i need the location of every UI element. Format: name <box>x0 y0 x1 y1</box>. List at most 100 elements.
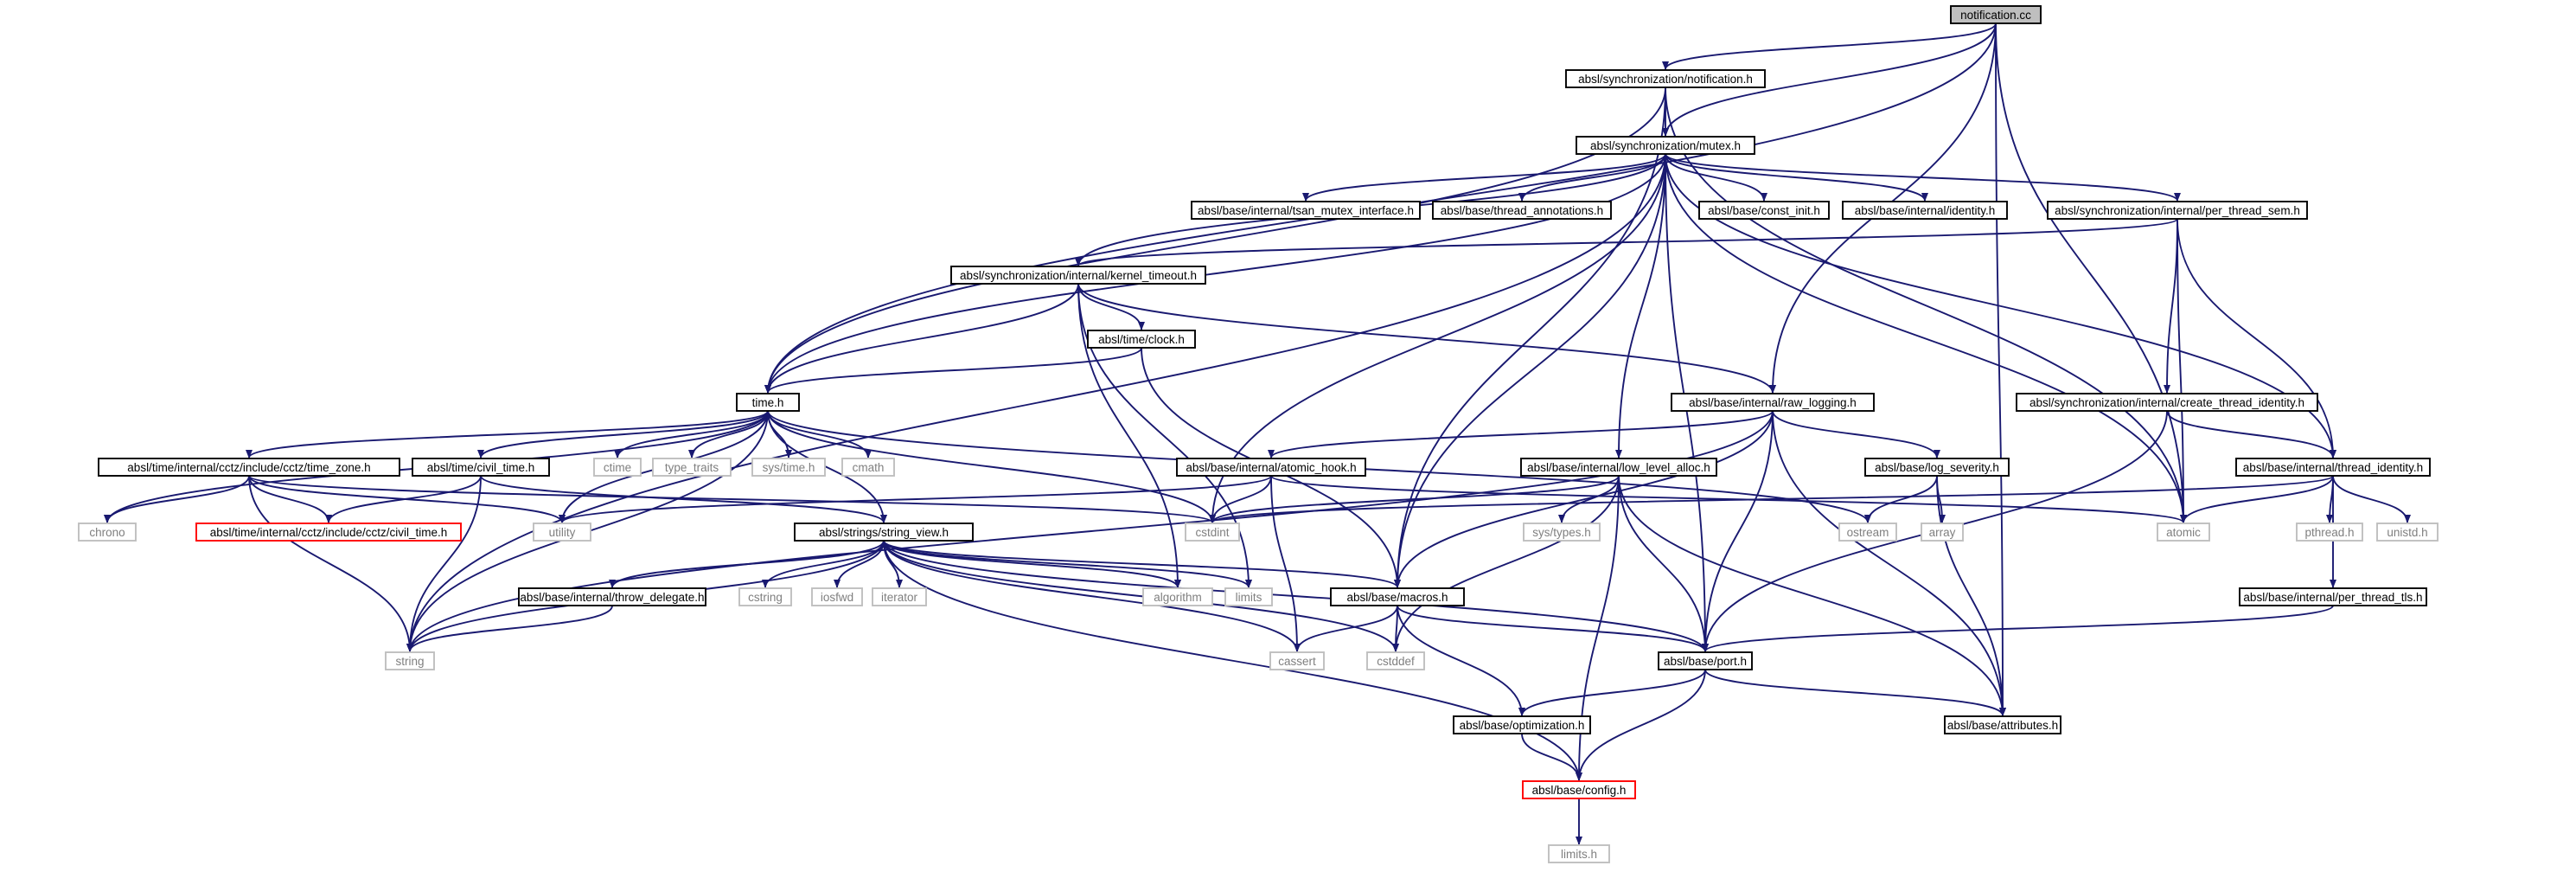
node-log-severity[interactable]: absl/base/log_severity.h <box>1864 458 2010 477</box>
node-box <box>1864 458 2010 477</box>
edge-civil_time-to-string_view <box>480 475 887 523</box>
node-label: ostream <box>1847 526 1889 539</box>
node-box <box>1576 136 1755 155</box>
edge-per_thread_tls-to-port <box>1702 605 2334 652</box>
node-thread-ann[interactable]: absl/base/thread_annotations.h <box>1432 201 1612 220</box>
node-label: absl/base/thread_annotations.h <box>1441 204 1603 217</box>
node-time-h[interactable]: time.h <box>736 393 800 412</box>
node-attributes[interactable]: absl/base/attributes.h <box>1944 715 2061 734</box>
edge-time_h-to-string_view <box>767 410 887 523</box>
edge-string_view-to-config <box>883 540 1582 781</box>
node-optimization[interactable]: absl/base/optimization.h <box>1453 715 1591 734</box>
node-label: absl/base/macros.h <box>1346 591 1448 604</box>
edge-time_h-to-type_traits <box>688 410 769 458</box>
edge-time_zone-to-cstdint <box>248 475 1216 523</box>
node-cmath: cmath <box>841 458 895 477</box>
edge-mutex_h-to-thread_ann <box>1518 153 1666 202</box>
node-cctz-civil[interactable]: absl/time/internal/cctz/include/cctz/civ… <box>195 523 462 542</box>
node-const-init[interactable]: absl/base/const_init.h <box>1698 201 1830 220</box>
edge-string_view-to-throw_delegate <box>609 540 885 588</box>
node-thread-identity[interactable]: absl/base/internal/thread_identity.h <box>2235 458 2431 477</box>
node-label: absl/base/log_severity.h <box>1875 461 1999 474</box>
edge-port-to-optimization <box>1518 669 1706 716</box>
node-box <box>2016 393 2318 412</box>
edge-low_level_alloc-to-cstddef <box>1392 475 1620 652</box>
node-iterator: iterator <box>872 587 927 606</box>
node-time-zone[interactable]: absl/time/internal/cctz/include/cctz/tim… <box>98 458 400 477</box>
edge-low_level_alloc-to-attributes <box>1618 475 2006 716</box>
node-clock-h[interactable]: absl/time/clock.h <box>1087 330 1196 349</box>
node-box <box>2239 587 2427 606</box>
edge-time_h-to-civil_time <box>477 410 769 458</box>
node-box <box>2157 523 2210 542</box>
node-per-thread-tls[interactable]: absl/base/internal/per_thread_tls.h <box>2239 587 2427 606</box>
node-kernel-timeout[interactable]: absl/synchronization/internal/kernel_tim… <box>950 266 1206 285</box>
node-string-view[interactable]: absl/strings/string_view.h <box>794 523 974 542</box>
node-box <box>1522 780 1636 799</box>
edge-low_level_alloc-to-sys_types <box>1558 475 1620 523</box>
node-label: type_traits <box>665 461 719 474</box>
edge-macros-to-port <box>1397 605 1709 652</box>
node-box <box>1921 523 1964 542</box>
node-label: absl/base/internal/thread_identity.h <box>2243 461 2423 474</box>
node-label: absl/synchronization/internal/create_thr… <box>2029 396 2304 409</box>
node-label: atomic <box>2166 526 2201 539</box>
node-atomic-hook[interactable]: absl/base/internal/atomic_hook.h <box>1176 458 1366 477</box>
edge-string_view-to-port <box>883 540 1709 652</box>
edge-string_view-to-limits <box>883 540 1252 588</box>
node-box <box>2296 523 2363 542</box>
node-box <box>195 523 462 542</box>
node-port[interactable]: absl/base/port.h <box>1658 651 1753 670</box>
node-label: sys/types.h <box>1532 526 1591 539</box>
edge-mutex_h-to-string <box>406 153 1666 652</box>
node-config[interactable]: absl/base/config.h <box>1522 780 1636 799</box>
node-low-level-alloc[interactable]: absl/base/internal/low_level_alloc.h <box>1520 458 1717 477</box>
node-notif-h[interactable]: absl/synchronization/notification.h <box>1565 69 1766 88</box>
edge-create_ti-to-thread_identity <box>2166 410 2336 458</box>
node-box <box>1671 393 1875 412</box>
node-label: cstring <box>748 591 783 604</box>
node-label: absl/base/internal/tsan_mutex_interface.… <box>1198 204 1414 217</box>
edge-root-to-atomic <box>1995 22 2187 523</box>
node-identity[interactable]: absl/base/internal/identity.h <box>1842 201 2008 220</box>
node-string: string <box>385 651 435 670</box>
edge-mutex_h-to-low_level_alloc <box>1615 153 1666 458</box>
node-throw-delegate[interactable]: absl/base/internal/throw_delegate.h <box>518 587 706 606</box>
node-civil-time[interactable]: absl/time/civil_time.h <box>412 458 550 477</box>
edge-string_view-to-cassert <box>883 540 1301 652</box>
node-per-thread-sem[interactable]: absl/synchronization/internal/per_thread… <box>2047 201 2308 220</box>
edge-log_severity-to-attributes <box>1936 475 2006 716</box>
node-label: absl/base/const_init.h <box>1708 204 1820 217</box>
edge-root-to-notif_h <box>1662 22 1997 70</box>
edge-notif_h-to-atomic <box>1665 87 2187 523</box>
node-tsan[interactable]: absl/base/internal/tsan_mutex_interface.… <box>1191 201 1421 220</box>
node-box <box>1950 5 2042 24</box>
node-raw-logging[interactable]: absl/base/internal/raw_logging.h <box>1671 393 1875 412</box>
edge-raw_logging-to-attributes <box>1772 410 2006 716</box>
edge-per_thread_sem-to-create_ti <box>2164 218 2178 394</box>
node-label: absl/base/optimization.h <box>1460 719 1585 732</box>
node-label: absl/time/clock.h <box>1098 333 1185 346</box>
edge-port-to-config <box>1576 669 1706 781</box>
node-box <box>1520 458 1717 477</box>
edge-kernel_timeout-to-limits <box>1077 283 1252 588</box>
edge-clock_h-to-time_h <box>764 347 1142 394</box>
node-box <box>1698 201 1830 220</box>
edge-kernel_timeout-to-clock_h <box>1077 283 1145 330</box>
node-label: absl/synchronization/internal/per_thread… <box>2055 204 2300 217</box>
node-root[interactable]: notification.cc <box>1950 5 2042 24</box>
edge-raw_logging-to-port <box>1702 410 1774 652</box>
edge-optimization-to-config <box>1521 733 1582 781</box>
node-macros[interactable]: absl/base/macros.h <box>1330 587 1465 606</box>
node-box <box>1944 715 2061 734</box>
edge-macros-to-cstddef <box>1392 605 1400 652</box>
node-box <box>1838 523 1897 542</box>
node-create-ti[interactable]: absl/synchronization/internal/create_thr… <box>2016 393 2318 412</box>
edge-log_severity-to-ostream <box>1864 475 1938 523</box>
node-box <box>1330 587 1465 606</box>
edge-root-to-attributes <box>1995 22 2006 716</box>
node-label: absl/base/internal/atomic_hook.h <box>1186 461 1356 474</box>
edge-raw_logging-to-log_severity <box>1772 410 1940 458</box>
node-mutex-h[interactable]: absl/synchronization/mutex.h <box>1576 136 1755 155</box>
node-box <box>1523 523 1601 542</box>
